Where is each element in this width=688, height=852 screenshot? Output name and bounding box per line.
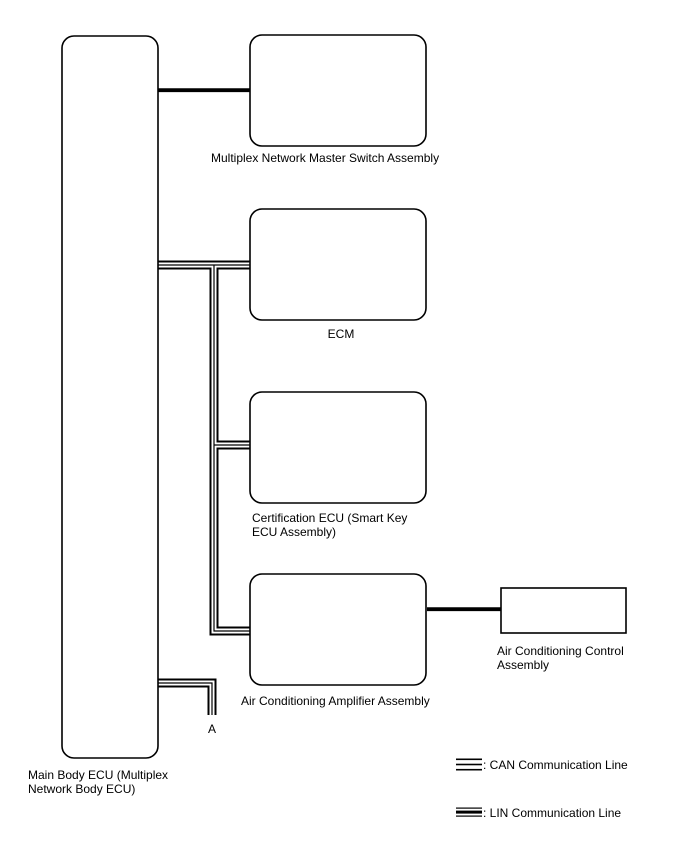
lin-line-master-switch — [158, 86, 250, 94]
ecm-label: ECM — [328, 327, 355, 341]
ac-amplifier-label: Air Conditioning Amplifier Assembly — [241, 694, 430, 708]
certification-ecu-label-line1: Certification ECU (Smart Key — [252, 511, 407, 525]
main-body-ecu-label-line1: Main Body ECU (Multiplex — [28, 768, 168, 782]
master-switch-label: Multiplex Network Master Switch Assembly — [211, 151, 439, 165]
legend-can-symbol — [456, 758, 482, 771]
legend-lin-symbol — [456, 807, 482, 817]
can-bus-line — [158, 260, 250, 636]
master-switch-box — [249, 34, 427, 147]
main-body-ecu-label-line2: Network Body ECU) — [28, 782, 135, 796]
connector-a-label: A — [208, 722, 216, 736]
can-line-to-connector-a — [158, 678, 217, 715]
lin-line-ac-control — [427, 605, 501, 613]
legend-lin-label: : LIN Communication Line — [483, 806, 621, 820]
ac-amplifier-box — [249, 573, 427, 686]
main-body-ecu-box — [61, 35, 159, 759]
legend: : CAN Communication Line : LIN Communica… — [456, 758, 628, 820]
legend-can-label: : CAN Communication Line — [483, 758, 628, 772]
ac-control-label-line2: Assembly — [497, 658, 549, 672]
certification-ecu-label-line2: ECU Assembly) — [252, 525, 336, 539]
certification-ecu-box — [249, 391, 427, 504]
ac-control-box — [500, 587, 627, 634]
ecm-box — [249, 208, 427, 321]
ac-control-label-line1: Air Conditioning Control — [497, 644, 624, 658]
